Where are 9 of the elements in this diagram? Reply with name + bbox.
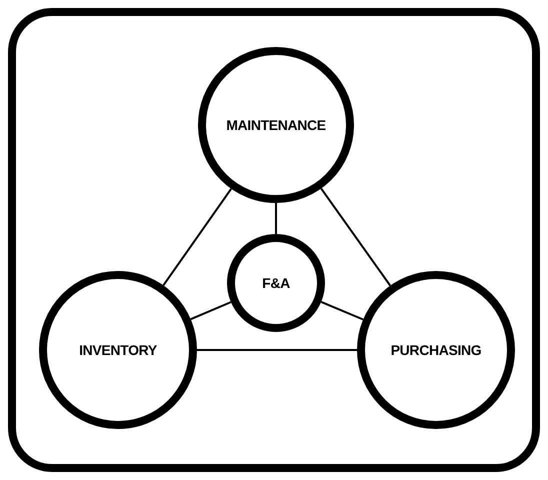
node-label: INVENTORY: [79, 340, 157, 360]
connector-line: [320, 188, 392, 286]
connector-line: [162, 188, 232, 286]
outer-frame: [8, 8, 540, 472]
node-label: PURCHASING: [390, 340, 482, 360]
node-label: MAINTENANCE: [226, 116, 326, 134]
node-label: F&A: [262, 274, 290, 292]
connector-line: [275, 203, 277, 234]
connector-line: [197, 349, 357, 351]
